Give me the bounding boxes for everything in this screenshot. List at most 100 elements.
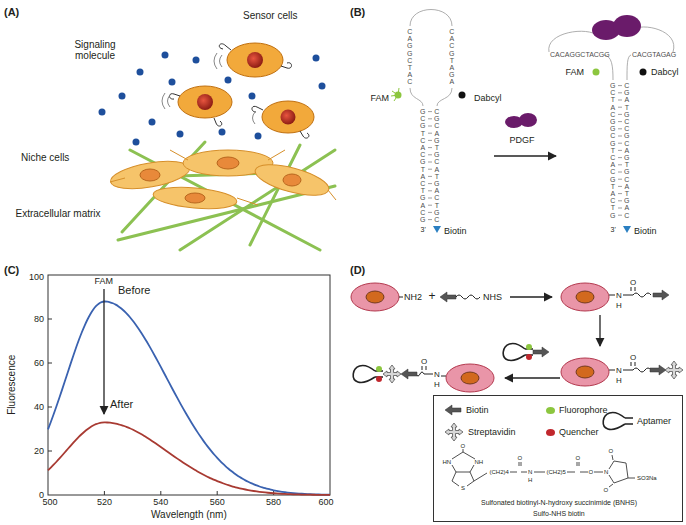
legend-label: Streptavidin [468, 427, 516, 437]
dye-label: Dabcyl [651, 67, 679, 77]
axis-tick: 560 [210, 497, 225, 507]
streptavidin-icon [383, 365, 401, 383]
atom-label: N [528, 469, 532, 476]
chart-frame [48, 275, 330, 495]
dye-label: FAM [566, 67, 585, 77]
atom-label: O [461, 443, 466, 450]
structure-caption: Sulfo-NHS biotin [533, 510, 585, 518]
part-label: Extracellular matrix [15, 208, 102, 220]
structure-caption: Sulfonated biotinyl-N-hydroxy succinimid… [481, 499, 637, 507]
spectrum-curve [48, 302, 330, 495]
streptavidin-icon [665, 361, 683, 379]
strand-end: 3' [421, 226, 426, 234]
atom-label: O [609, 448, 614, 455]
panel-letter: (A) [4, 6, 19, 19]
atom-label: H [616, 376, 622, 385]
axis-tick: 600 [319, 497, 334, 507]
atom-label: H [434, 380, 440, 389]
matrix-fibers [115, 142, 335, 250]
strand-end: 3' [611, 226, 616, 234]
axis-tick: 580 [266, 497, 281, 507]
reaction-arrow [494, 155, 556, 156]
tag-label: Biotin [444, 226, 467, 236]
part-label: Signaling molecule [63, 39, 127, 62]
sequence: CACGTAGA [448, 28, 456, 86]
atom-label: (CH2)5 [547, 469, 566, 476]
panel-letter: (D) [350, 264, 365, 277]
protein-label: PDGF [510, 135, 535, 145]
sequence: CAGGCTAC [406, 28, 414, 86]
panel-letter: (B) [350, 6, 365, 19]
spectra [48, 302, 330, 495]
legend-biotin [445, 405, 461, 415]
cells [351, 283, 609, 392]
base-pairs [428, 86, 622, 220]
axis-tick: 520 [97, 497, 112, 507]
sequence: CACGTAGAG [632, 51, 676, 59]
dye-label: Dabcyl [474, 93, 502, 103]
legend-label: Fluorophore [559, 405, 608, 415]
aptamer-icon [353, 366, 383, 383]
panel-letter: (C) [4, 264, 19, 277]
atom-label: H [616, 301, 622, 310]
atom-label: H [528, 477, 532, 484]
linkers [399, 287, 651, 376]
biotin-icon [650, 365, 666, 375]
sequence: GCTACGGCGTCACGTACTG [609, 82, 617, 219]
atom-label: HN [443, 459, 452, 466]
axis-title: Fluorescence [6, 355, 18, 415]
atom-label: N [616, 366, 622, 375]
bnhs-structure [452, 449, 635, 487]
part-label: Niche cells [20, 152, 70, 164]
biotin-icon [440, 292, 456, 302]
atom-label: NH [475, 459, 484, 466]
signaling-molecules [99, 52, 326, 146]
atom-label: N [434, 370, 440, 379]
tag-label: Biotin [634, 226, 657, 236]
atom-label: (CH2)4 [490, 469, 509, 476]
atom-label: N [616, 291, 622, 300]
axis-tick: 540 [153, 497, 168, 507]
axis-tick: 80 [34, 314, 44, 324]
legend-swatch [546, 407, 555, 414]
legend-label: Biotin [466, 405, 489, 415]
sequence: CACAGGCTACGG [550, 51, 610, 59]
part-label: Sensor cells [243, 10, 297, 22]
reaction-arrows [505, 297, 600, 378]
atom-label: O [604, 487, 609, 494]
signal-waves [162, 53, 255, 124]
atom-label: O [630, 278, 636, 287]
sequence: GCGTCACGTACTGACG [419, 108, 427, 223]
decrease-arrow [103, 289, 104, 414]
legend-aptamer [603, 413, 633, 430]
legend-label: Quencher [559, 427, 599, 437]
atom-label: S [461, 485, 465, 492]
atom-label: N [604, 469, 608, 476]
sensor-cells [170, 43, 315, 138]
atom-label: O [589, 469, 594, 476]
axis-title: Wavelength (nm) [151, 509, 227, 521]
sequence: CGATGCCGCAGTGCATGAC [623, 82, 631, 219]
axis-tick: 40 [34, 402, 44, 412]
axis-tick: 500 [43, 497, 58, 507]
biotin-icon [401, 369, 417, 379]
atom-label: O [576, 455, 581, 462]
curve-label: After [110, 398, 133, 411]
legend-streptavidin [445, 423, 463, 441]
curve-label: Before [118, 284, 150, 297]
axis-tick: 100 [29, 272, 44, 282]
aptamer-icon [503, 344, 533, 361]
pdgf-protein [505, 15, 641, 128]
atom-label: SO3Na [637, 475, 657, 482]
biotin-icon [533, 347, 549, 357]
plus-sign: + [429, 290, 436, 304]
spectrum-curve [48, 422, 330, 494]
atom-label: O [630, 353, 636, 362]
legend-swatch [546, 429, 555, 436]
axis-tick: 60 [34, 358, 44, 368]
biotin-icon [653, 290, 669, 300]
atom-label: O [518, 455, 523, 462]
sequence: CGCAGTGCATGACTGC [433, 108, 441, 223]
axis-tick: 20 [34, 446, 44, 456]
